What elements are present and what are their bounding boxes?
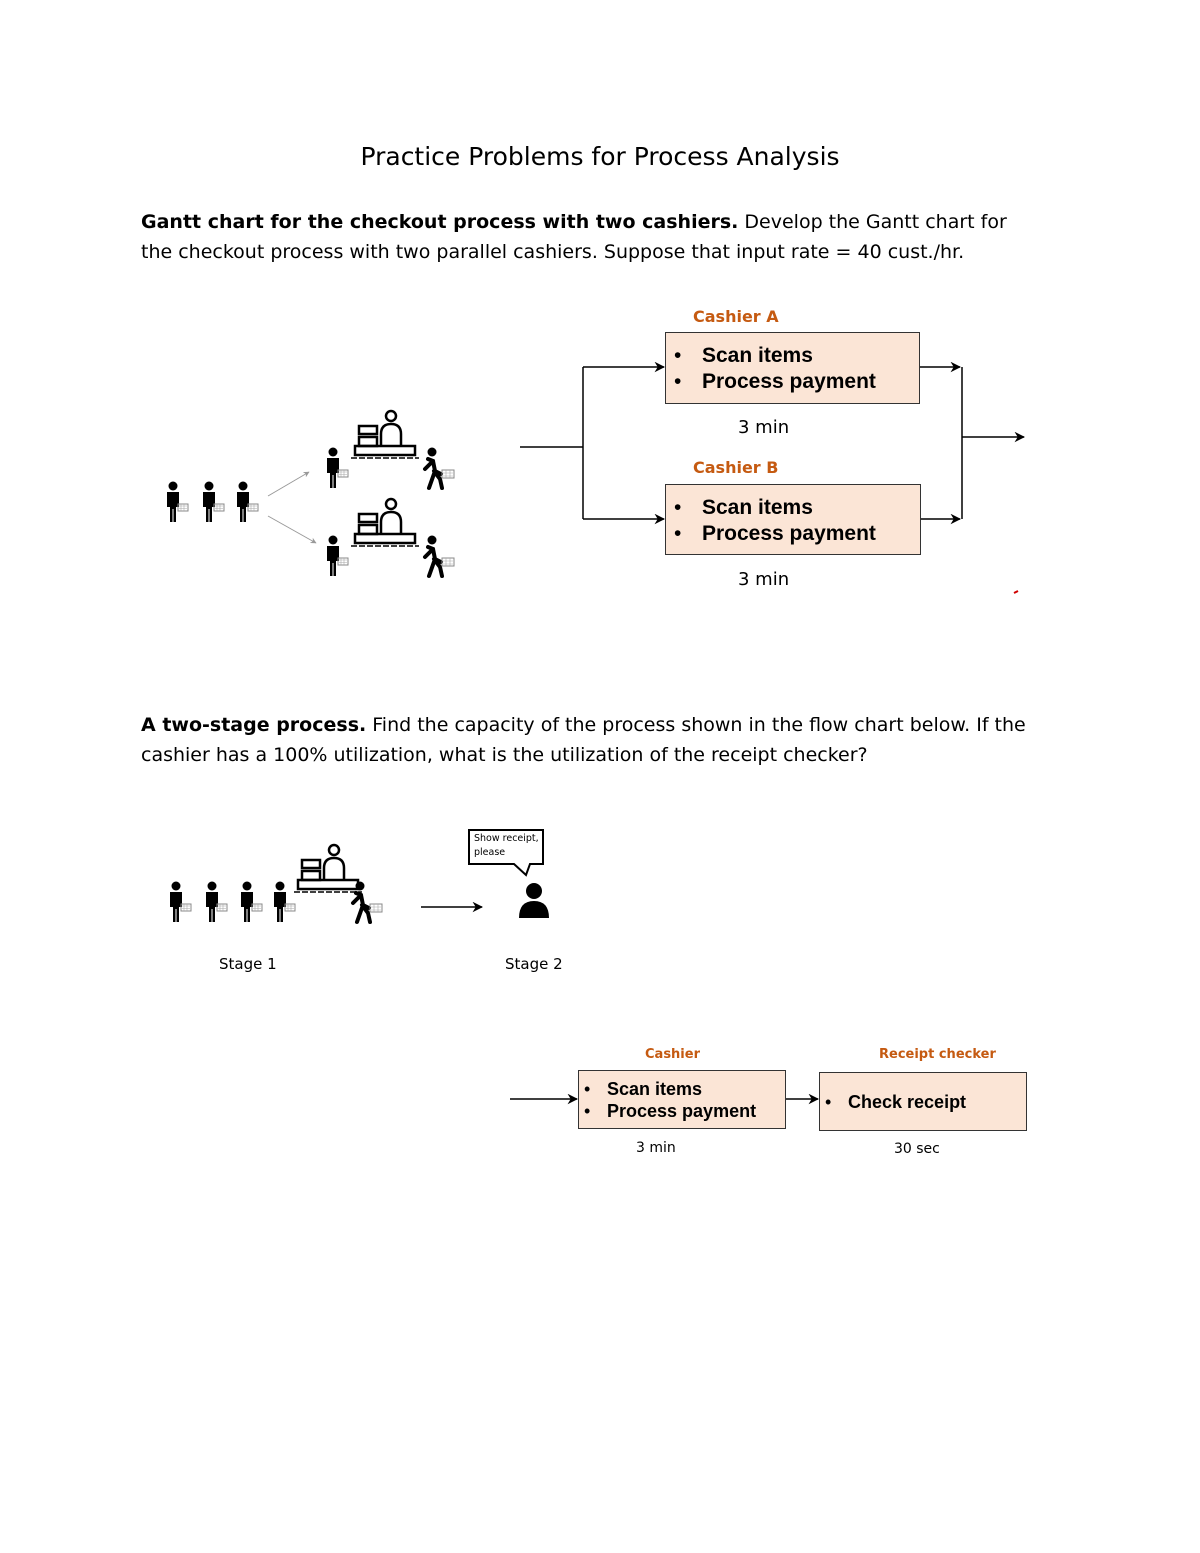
- receipt-checker-icon: [519, 883, 549, 918]
- task-item: Process payment: [666, 521, 920, 547]
- task-item: Process payment: [666, 369, 919, 395]
- task-item: Scan items: [666, 495, 920, 521]
- cashier-b-time: 3 min: [738, 569, 790, 590]
- cashier-time: 3 min: [636, 1140, 676, 1156]
- page-title: Practice Problems for Process Analysis: [360, 142, 840, 171]
- cashier-station-icon: [326, 497, 456, 578]
- problem1-paragraph: Gantt chart for the checkout process wit…: [141, 207, 1041, 267]
- parallel-flow-lines: [520, 361, 1026, 525]
- customer-queue-icon: [166, 481, 259, 523]
- problem1-text: Develop the Gantt chart for the checkout…: [141, 211, 1007, 263]
- problem2-heading: A two-stage process.: [141, 714, 367, 736]
- cashier-a-time: 3 min: [738, 417, 790, 438]
- split-arrow-bottom: [267, 515, 317, 544]
- red-mark: [1013, 590, 1019, 594]
- cashier-b-box: Scan items Process payment: [665, 484, 921, 555]
- cashier-label: Cashier: [645, 1047, 700, 1062]
- cashier-a-box: Scan items Process payment: [665, 332, 920, 404]
- stage1-queue-icon: [169, 843, 384, 924]
- problem2-paragraph: A two-stage process. Find the capacity o…: [141, 710, 1041, 770]
- task-item: Check receipt: [820, 1091, 1026, 1113]
- receipt-checker-time: 30 sec: [894, 1141, 940, 1157]
- stage2-label: Stage 2: [505, 955, 563, 973]
- problem1-heading: Gantt chart for the checkout process wit…: [141, 211, 739, 233]
- receipt-checker-box: Check receipt: [819, 1072, 1027, 1131]
- cashier-box: Scan items Process payment: [578, 1070, 786, 1129]
- cashier-b-label: Cashier B: [693, 458, 779, 477]
- task-item: Process payment: [579, 1100, 785, 1122]
- receipt-checker-label: Receipt checker: [879, 1047, 996, 1062]
- task-item: Scan items: [579, 1078, 785, 1100]
- speech-bubble-text: Show receipt, please: [474, 833, 539, 858]
- task-item: Scan items: [666, 343, 919, 369]
- split-arrow-top: [267, 471, 310, 497]
- problem2-text: Find the capacity of the process shown i…: [141, 714, 1026, 766]
- stage1-label: Stage 1: [219, 955, 277, 973]
- cashier-station-icon: [326, 409, 456, 490]
- speech-bubble-icon: [468, 829, 544, 877]
- cashier-a-label: Cashier A: [693, 307, 779, 326]
